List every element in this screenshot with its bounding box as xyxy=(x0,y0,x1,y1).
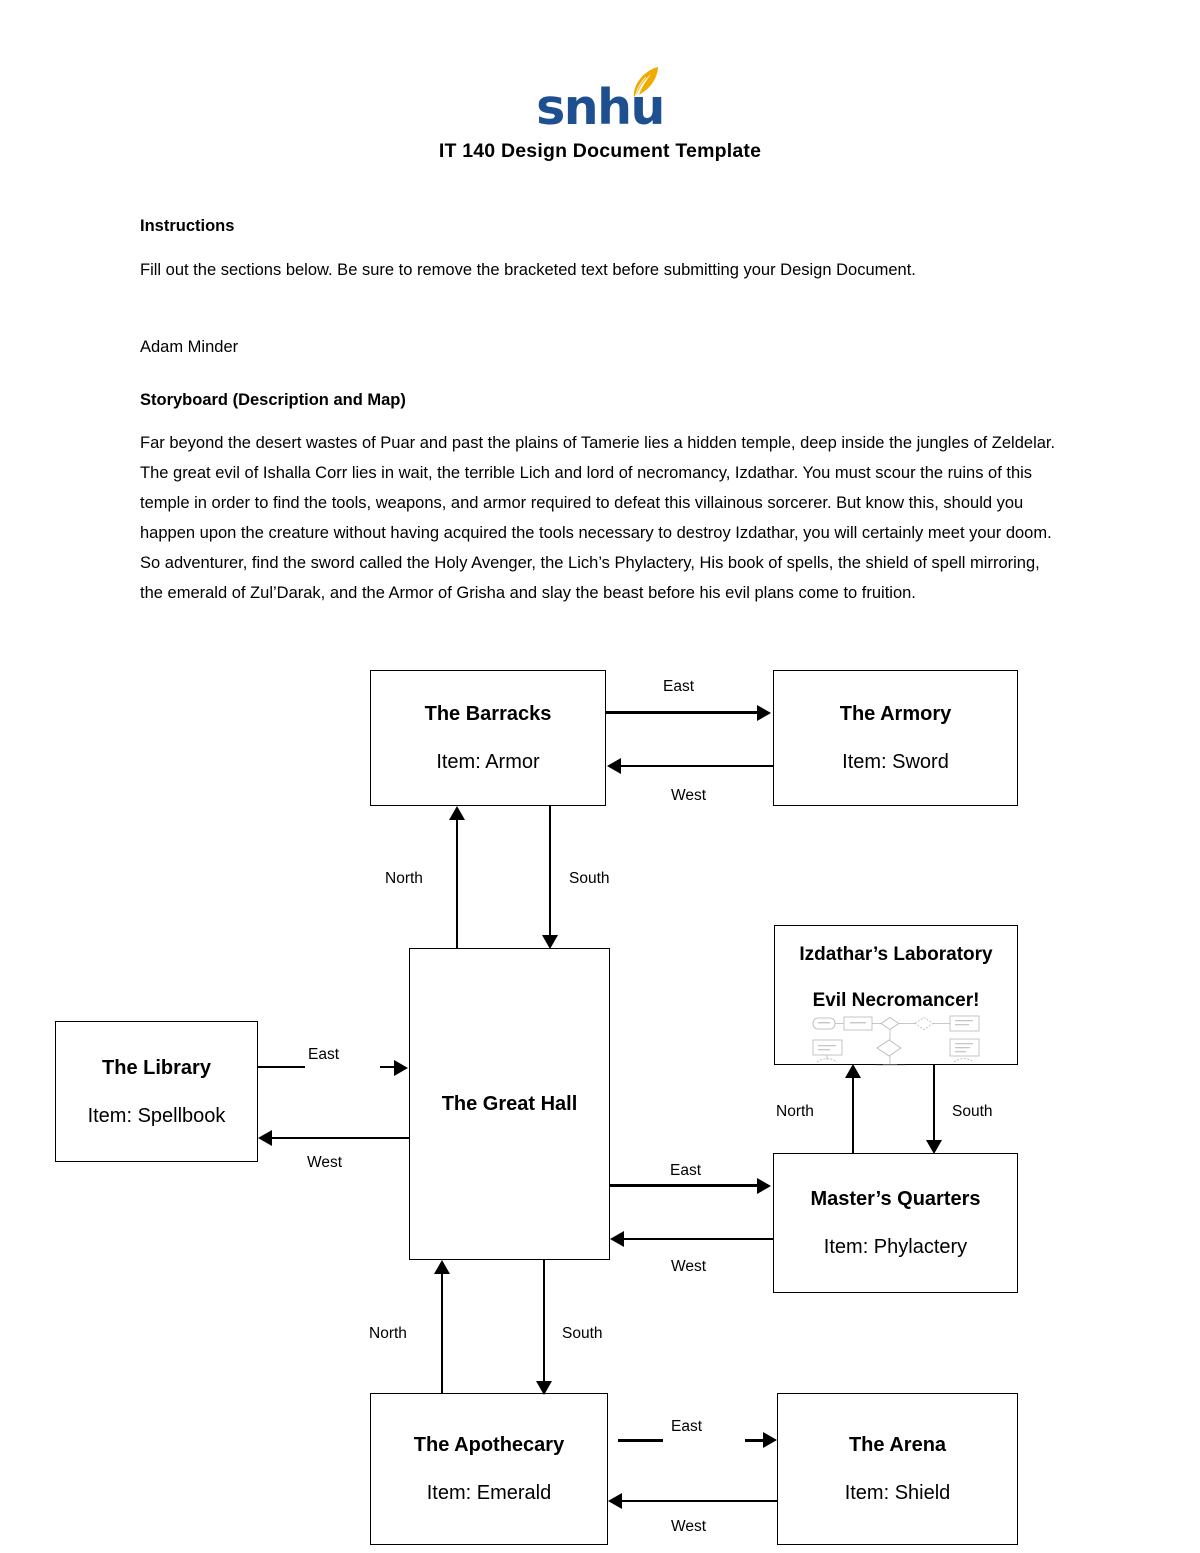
room-armory: The Armory Item: Sword xyxy=(773,670,1018,806)
room-library: The Library Item: Spellbook xyxy=(55,1021,258,1162)
storyboard-heading: Storyboard (Description and Map) xyxy=(140,391,406,409)
edge-library-hall-a xyxy=(258,1066,305,1068)
label-north-hall-barracks: North xyxy=(385,870,423,887)
room-arena: The Arena Item: Shield xyxy=(777,1393,1018,1545)
room-item: Item: Shield xyxy=(844,1482,951,1504)
arrow-west-great-hall xyxy=(610,1231,624,1247)
room-apothecary: The Apothecary Item: Emerald xyxy=(370,1393,608,1545)
edge-barracks-hall-south xyxy=(549,806,551,936)
label-south-barracks-hall: South xyxy=(569,870,610,887)
room-title: The Barracks xyxy=(424,703,552,725)
arrow-south-masters xyxy=(926,1140,942,1154)
room-great-hall: The Great Hall xyxy=(409,948,610,1260)
label-west-armory-barracks: West xyxy=(671,787,707,804)
room-title: The Great Hall xyxy=(441,1093,578,1115)
room-title: The Apothecary xyxy=(413,1434,565,1456)
logo-wordmark: snhu xyxy=(536,79,665,136)
edge-library-hall-b xyxy=(380,1066,395,1068)
label-west-masters-hall: West xyxy=(671,1258,707,1275)
label-west-arena-apothecary: West xyxy=(671,1518,707,1535)
label-south-lab-masters: South xyxy=(952,1103,993,1120)
edge-hall-library xyxy=(272,1137,409,1139)
arrow-south-hall xyxy=(542,935,558,949)
arrow-west-barracks xyxy=(607,758,621,774)
arrow-east-masters xyxy=(757,1178,771,1194)
arrow-north-barracks xyxy=(449,806,465,820)
arrow-east-arena xyxy=(763,1432,777,1448)
room-item: Item: Armor xyxy=(436,751,540,773)
arrow-west-library xyxy=(258,1130,272,1146)
room-title: Izdathar’s Laboratory xyxy=(799,944,993,965)
label-west-hall-library: West xyxy=(307,1154,343,1171)
room-item: Evil Necromancer! xyxy=(812,990,980,1011)
arrow-west-apothecary xyxy=(608,1493,622,1509)
author-name: Adam Minder xyxy=(140,338,239,356)
room-title: The Library xyxy=(102,1056,211,1079)
room-laboratory: Izdathar’s Laboratory Evil Necromancer! xyxy=(774,925,1018,1066)
edge-apothecary-arena-a xyxy=(618,1439,663,1442)
room-masters-quarters: Master’s Quarters Item: Phylactery xyxy=(773,1153,1018,1293)
arrow-north-great-hall xyxy=(434,1260,450,1274)
arrow-east-armory xyxy=(757,705,771,721)
edge-hall-apothecary-south xyxy=(543,1260,545,1382)
instructions-body: Fill out the sections below. Be sure to … xyxy=(140,261,916,279)
arrow-east-great-hall xyxy=(394,1060,408,1076)
edge-lab-masters-south xyxy=(933,1065,935,1141)
arrow-south-apothecary xyxy=(536,1381,552,1395)
room-item: Item: Spellbook xyxy=(87,1104,226,1127)
room-title: The Armory xyxy=(839,703,952,725)
snhu-logo: snhu xyxy=(0,62,1200,132)
edge-masters-hall xyxy=(624,1238,773,1240)
label-east-hall-masters: East xyxy=(670,1162,702,1179)
label-east-apothecary-arena: East xyxy=(671,1418,703,1435)
label-north-hall-apothecary: North xyxy=(369,1325,407,1342)
edge-hall-barracks-north xyxy=(456,818,458,948)
instructions-heading: Instructions xyxy=(140,217,235,235)
flowchart-thumbnail-image xyxy=(812,1015,980,1066)
storyboard-body: Far beyond the desert wastes of Puar and… xyxy=(140,434,1056,602)
room-item: Item: Phylactery xyxy=(823,1236,968,1258)
feather-icon xyxy=(633,67,658,97)
room-title: Master’s Quarters xyxy=(810,1188,981,1210)
label-east-barracks-armory: East xyxy=(663,678,695,695)
label-north-masters-lab: North xyxy=(776,1103,814,1120)
room-title: The Arena xyxy=(848,1434,947,1456)
edge-barracks-armory xyxy=(606,711,757,714)
room-barracks: The Barracks Item: Armor xyxy=(370,670,606,806)
room-item: Item: Sword xyxy=(842,751,949,773)
edge-masters-lab-north xyxy=(852,1077,854,1154)
edge-arena-apothecary xyxy=(622,1500,777,1502)
label-east-library-hall: East xyxy=(308,1046,340,1063)
room-item: Item: Emerald xyxy=(426,1482,552,1504)
page-title: IT 140 Design Document Template xyxy=(438,140,762,162)
edge-armory-barracks xyxy=(621,765,773,767)
edge-apothecary-arena-b xyxy=(745,1439,763,1442)
edge-hall-apothecary-north xyxy=(441,1273,443,1394)
label-south-hall-apothecary: South xyxy=(562,1325,603,1342)
edge-hall-masters xyxy=(610,1184,757,1187)
arrow-north-laboratory xyxy=(845,1064,861,1078)
